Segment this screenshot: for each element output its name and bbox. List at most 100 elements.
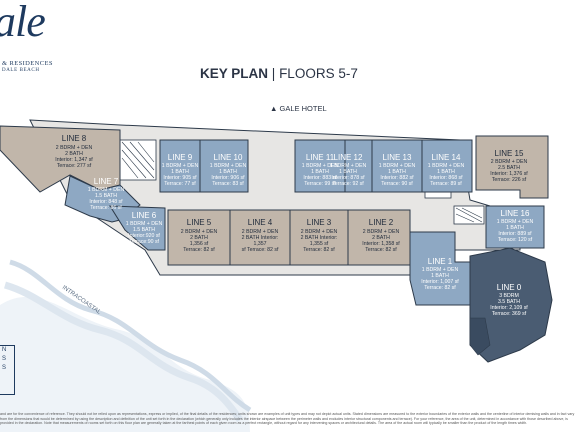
unit-terrace: Terrace: 82 sf <box>303 247 335 253</box>
unit-line13-label: LINE 13 1 BDRM + DEN 1 BATH Interior: 88… <box>379 153 416 187</box>
unit-name: LINE 2 <box>369 218 394 227</box>
brand-logo: ale & RESIDENCES DALE BEACH <box>0 0 60 80</box>
unit-terrace: Terrace: 86 sf <box>90 205 122 211</box>
unit-line15-label: LINE 15 2 BDRM + DEN 2.5 BATH Interior: … <box>490 149 528 183</box>
unit-line5-label: LINE 5 2 BDRM + DEN 2 BATH 1,356 sf Terr… <box>181 218 218 253</box>
unit-line16-label: LINE 16 1 BDRM + DEN 1 BATH Interior: 88… <box>497 209 534 243</box>
unit-bath: 1 BATH <box>311 169 329 175</box>
unit-line4-label: LINE 4 2 BDRM + DEN 2 BATH Interior: 1,3… <box>242 218 279 253</box>
unit-terrace: Terrace: 82 sf <box>183 247 215 253</box>
unit-bath: 1 BATH <box>437 169 455 175</box>
unit-terrace: Terrace: 89 sf <box>430 181 462 187</box>
unit-name: LINE 13 <box>383 153 412 162</box>
unit-terrace: Terrace: 82 sf <box>424 285 456 291</box>
unit-name: LINE 14 <box>432 153 461 162</box>
unit-line12-label: LINE 12 1 BDRM + DEN 1 BATH Interior: 87… <box>330 153 367 187</box>
unit-line0-terrace <box>469 317 491 356</box>
legend-fragment: N S S <box>0 345 15 395</box>
unit-type: 2 BDRM + DEN <box>491 159 528 165</box>
unit-type: 1 BDRM + DEN <box>497 219 534 225</box>
unit-line6-label: LINE 6 1 BDRM + DEN 1.5 BATH Interior:92… <box>126 211 163 245</box>
unit-line13-shape <box>371 139 423 193</box>
stair-hatch-right <box>455 207 483 223</box>
unit-line9-label: LINE 9 1 BDRM + DEN 1 BATH Interior: 905… <box>162 153 199 187</box>
unit-bath: 1 BATH <box>506 225 524 231</box>
page-title: KEY PLAN | FLOORS 5-7 <box>200 66 358 81</box>
unit-terrace: Terrace: 277 sf <box>57 163 92 169</box>
unit-bath: 1 BATH <box>431 273 449 279</box>
legend-fragment-1: N <box>2 347 7 353</box>
unit-line14-shape <box>421 139 473 193</box>
triangle-up-icon: ▲ <box>270 104 278 113</box>
unit-line10-shape <box>199 139 249 193</box>
brand-line-1: & RESIDENCES <box>2 60 53 67</box>
unit-type: 1 BDRM + DEN <box>422 267 459 273</box>
unit-type: 1 BDRM + DEN <box>330 163 367 169</box>
brand-script: ale <box>0 0 46 46</box>
disclaimer-text: and are for the convenience of reference… <box>0 412 575 426</box>
unit-name: LINE 8 <box>62 134 87 143</box>
unit-interior: 1,356 sf <box>190 241 209 247</box>
unit-terrace: Terrace: 77 sf <box>164 181 196 187</box>
unit-bath: 2 BATH <box>190 235 208 241</box>
unit-terrace: Terrace: 82 sf <box>365 247 397 253</box>
unit-terrace: sf Terrace: 82 sf <box>242 247 279 253</box>
unit-name: LINE 5 <box>187 218 212 227</box>
hotel-label: GALE HOTEL <box>279 104 327 113</box>
unit-interior: Interior: 883 sf <box>303 175 337 181</box>
unit-interior: 1,355 sf <box>310 241 329 247</box>
unit-name: LINE 10 <box>214 153 243 162</box>
unit-type: 1 BDRM + DEN <box>162 163 199 169</box>
unit-bath: 2 BATH <box>65 151 83 157</box>
unit-bath: 2 BATH <box>372 235 390 241</box>
unit-interior: Interior: 889 sf <box>498 231 532 237</box>
unit-bath: 3.5 BATH <box>498 299 520 305</box>
unit-line16-shape <box>485 205 545 249</box>
unit-line2-label: LINE 2 2 BDRM + DEN 2 BATH Interior: 1,3… <box>362 218 400 253</box>
title-key-plan: KEY PLAN <box>200 66 269 81</box>
unit-interior: Interior: 1,376 sf <box>490 171 528 177</box>
unit-name: LINE 11 <box>306 153 335 162</box>
legend-fragment-2: S <box>2 356 7 362</box>
unit-name: LINE 7 <box>94 177 119 186</box>
unit-line6-shape <box>109 205 166 251</box>
unit-terrace: Terrace: 83 sf <box>212 181 244 187</box>
unit-bath: 2 BATH Interior: <box>242 235 279 241</box>
unit-terrace: Terrace: 92 sf <box>332 181 364 187</box>
hotel-direction: ▲ GALE HOTEL <box>270 104 327 113</box>
unit-bath: 1 BATH <box>388 169 406 175</box>
unit-type: 2 BDRM + DEN <box>301 229 338 235</box>
unit-interior: Interior: 2,109 sf <box>490 305 528 311</box>
unit-line8-label: LINE 8 2 BDRM + DEN 2 BATH Interior: 1,3… <box>55 134 93 169</box>
unit-line3-shape <box>289 209 349 266</box>
unit-terrace: Terrace:90 sf <box>129 239 160 245</box>
unit-name: LINE 1 <box>428 257 453 266</box>
unit-bath: 1.5 BATH <box>95 193 117 199</box>
unit-interior: Interior: 905 sf <box>163 175 197 181</box>
unit-name: LINE 6 <box>132 211 157 220</box>
unit-bath: 2 BATH Interior: <box>301 235 338 241</box>
brand-line-2: DALE BEACH <box>2 68 40 73</box>
unit-type: 2 BDRM + DEN <box>181 229 218 235</box>
unit-line3-label: LINE 3 2 BDRM + DEN 2 BATH Interior: 1,3… <box>301 218 338 253</box>
unit-line11-shape <box>294 139 346 193</box>
unit-interior: Interior: 878 sf <box>331 175 365 181</box>
unit-name: LINE 12 <box>334 153 363 162</box>
unit-line2-shape <box>347 209 411 266</box>
unit-interior: Interior: 1,358 sf <box>362 241 400 247</box>
unit-type: 2 BDRM + DEN <box>363 229 400 235</box>
unit-line14-label: LINE 14 1 BDRM + DEN 1 BATH Interior: 86… <box>428 153 465 187</box>
unit-line7-label: LINE 7 1 BDRM + DEN 1.5 BATH Interior: 8… <box>88 177 125 211</box>
stair-hatch-left <box>121 141 155 179</box>
unit-type: 1 BDRM + DEN <box>210 163 247 169</box>
unit-terrace: Terrace: 226 sf <box>492 177 527 183</box>
unit-terrace: Terrace: 99 sf <box>304 181 336 187</box>
unit-line10-label: LINE 10 1 BDRM + DEN 1 BATH Interior: 90… <box>210 153 247 187</box>
unit-name: LINE 0 <box>497 283 522 292</box>
unit-name: LINE 4 <box>248 218 273 227</box>
unit-bath: 1 BATH <box>171 169 189 175</box>
title-divider: | <box>271 66 276 81</box>
unit-terrace: Terrace: 369 sf <box>492 311 527 317</box>
unit-interior: Interior: 848 sf <box>89 199 123 205</box>
